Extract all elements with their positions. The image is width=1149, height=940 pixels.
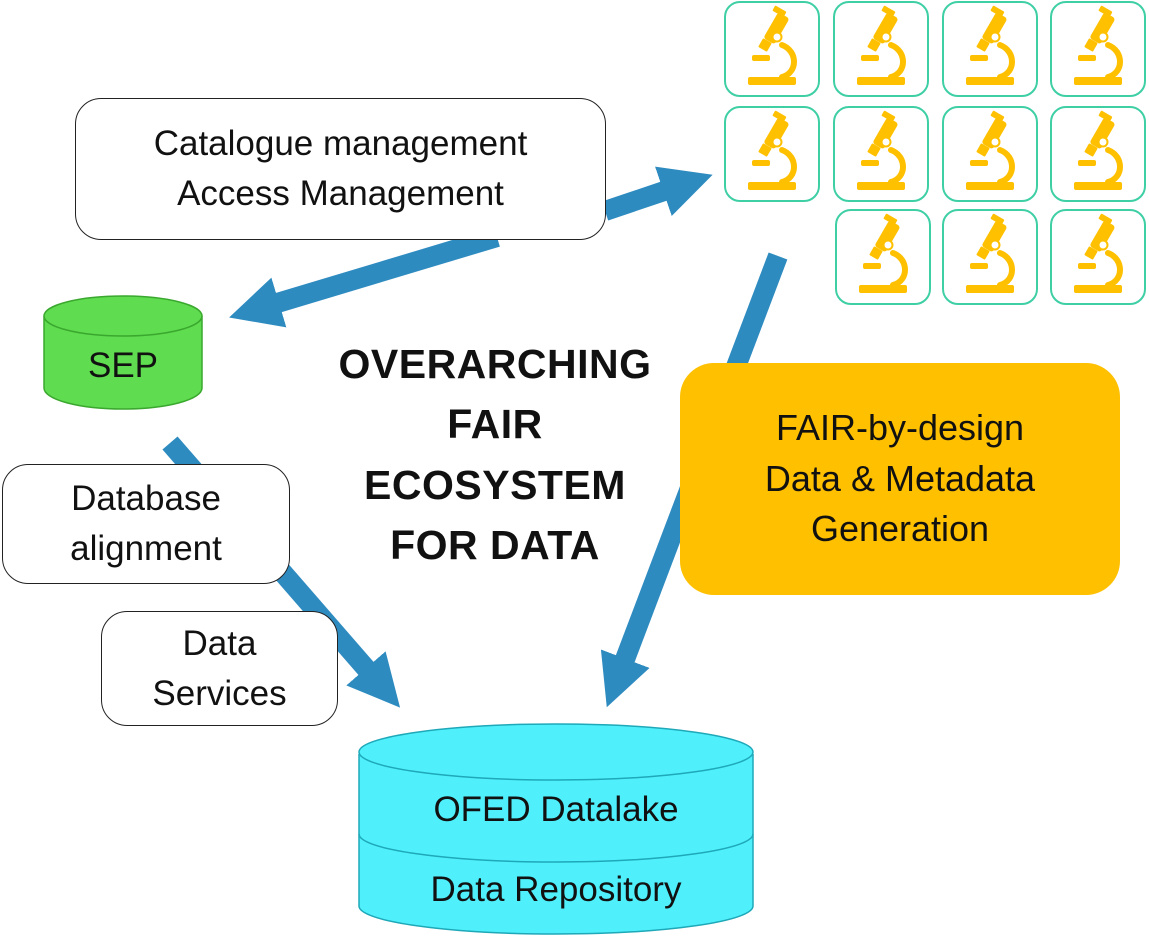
instrument-tile	[1050, 1, 1146, 97]
microscope-icon	[748, 5, 797, 85]
data-services-box: Data Services	[101, 611, 338, 726]
instrument-tile	[724, 1, 820, 97]
title-line-3: ECOSYSTEM	[364, 461, 626, 508]
database-alignment-box: Database alignment	[2, 464, 290, 584]
sep-cylinder	[43, 295, 203, 410]
sep-label: SEP	[87, 346, 159, 385]
title-line-2: FAIR	[447, 401, 543, 448]
instrument-tile	[1050, 106, 1146, 202]
fair-line-1: FAIR-by-design	[775, 407, 1025, 449]
datalake-cylinder	[358, 723, 754, 935]
instrument-tile	[942, 209, 1038, 305]
fair-by-design-box: FAIR-by-design Data & Metadata Generatio…	[680, 363, 1120, 595]
microscope-icon	[966, 5, 1015, 85]
arrow-to-instruments	[601, 166, 713, 221]
microscope-icon	[1074, 213, 1123, 293]
instrument-tile	[833, 1, 929, 97]
instrument-tile	[724, 106, 820, 202]
fair-line-3: Generation	[810, 508, 990, 550]
services-line-1: Data	[182, 623, 257, 663]
instrument-tile	[1050, 209, 1146, 305]
instrument-tile	[835, 209, 931, 305]
title-line-4: FOR DATA	[390, 521, 600, 568]
catalogue-line-2: Access Management	[177, 174, 504, 213]
fair-line-2: Data & Metadata	[764, 457, 1036, 499]
microscope-icon	[966, 213, 1015, 293]
microscope-icon	[748, 110, 797, 190]
database-line-1: Database	[71, 479, 221, 519]
microscope-icon	[1074, 5, 1123, 85]
instrument-tile	[942, 1, 1038, 97]
catalogue-line-1: Catalogue management	[153, 124, 528, 164]
instrument-tile	[833, 106, 929, 202]
datalake-bottom-label: Data Repository	[430, 870, 682, 909]
microscope-icon	[1074, 110, 1123, 190]
datalake-top-label: OFED Datalake	[433, 790, 679, 829]
diagram-title: OVERARCHING FAIR ECOSYSTEM FOR DATA	[330, 334, 660, 575]
instrument-tile	[942, 106, 1038, 202]
arrow-to-sep	[229, 227, 500, 328]
catalogue-management-box: Catalogue management Access Management	[75, 98, 606, 240]
microscope-icon	[966, 110, 1015, 190]
microscope-icon	[857, 110, 906, 190]
title-line-1: OVERARCHING	[338, 341, 652, 387]
microscope-icon	[859, 213, 908, 293]
services-line-2: Services	[152, 673, 287, 713]
database-line-2: alignment	[70, 529, 222, 568]
microscope-icon	[857, 5, 906, 85]
